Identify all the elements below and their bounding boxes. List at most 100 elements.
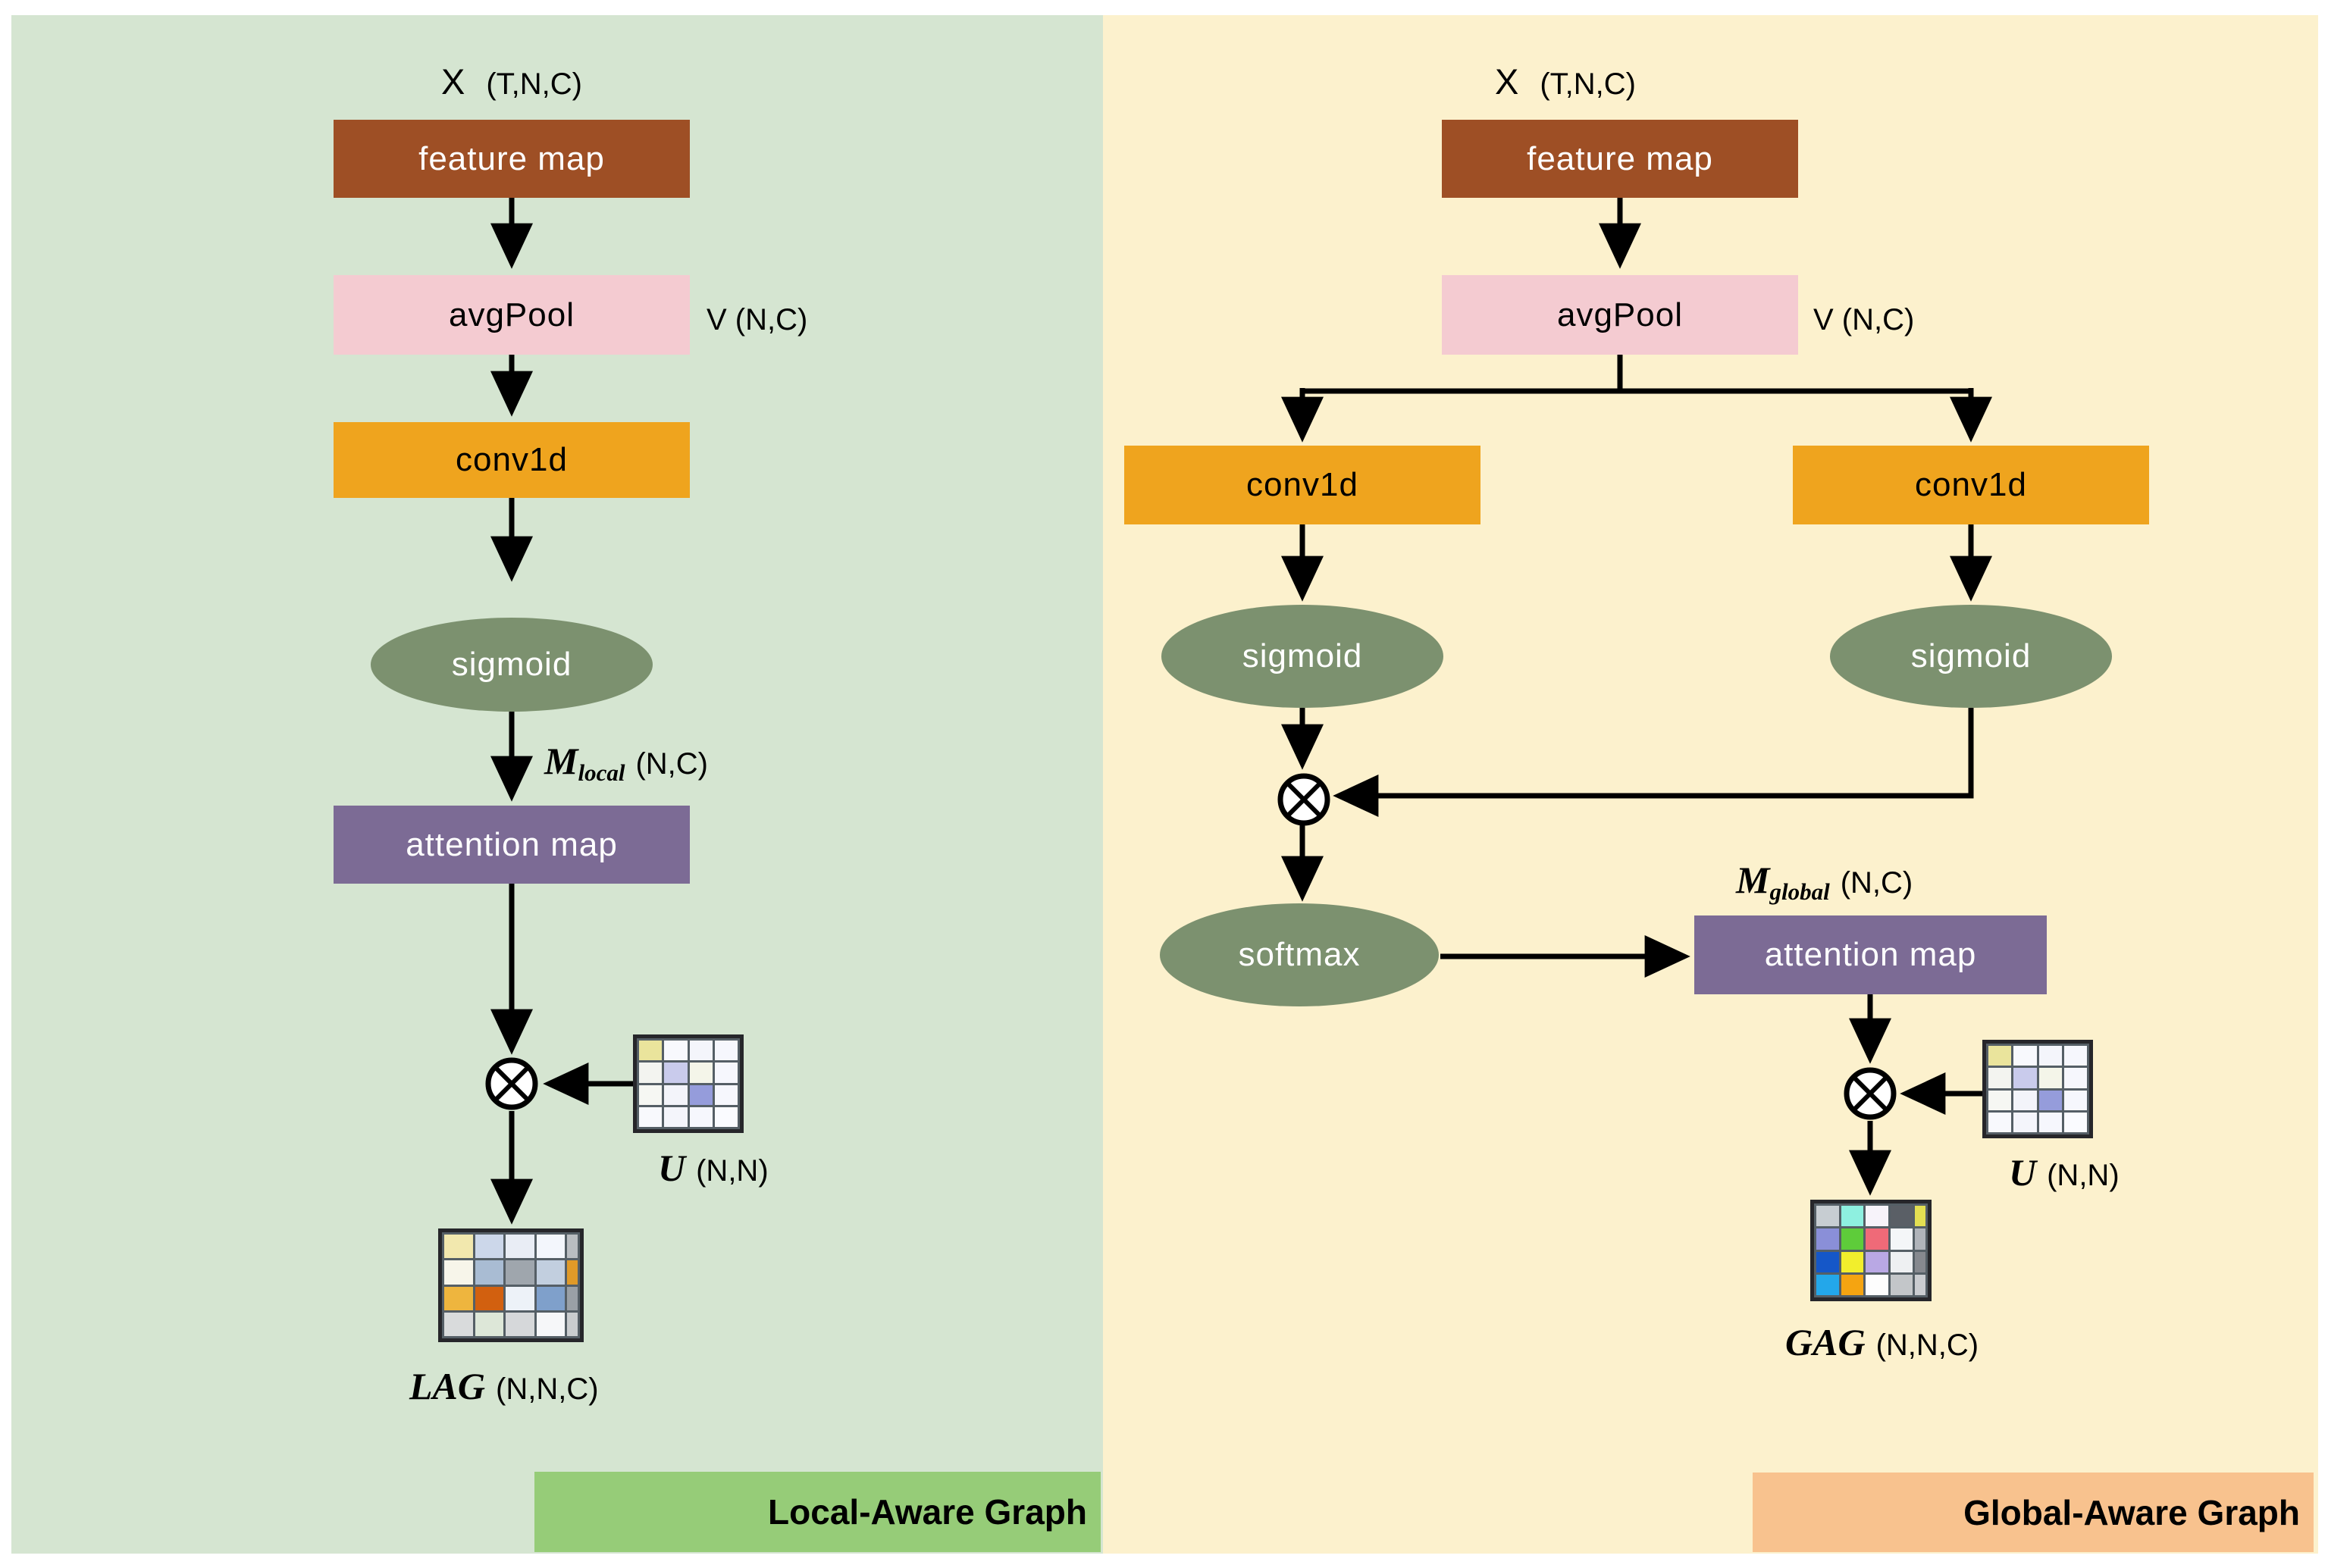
matrix-cell [2013,1112,2037,1132]
matrix-cell [2013,1068,2037,1088]
local-output-symbol: LAG [409,1365,485,1407]
global-m-symbol: M [1736,859,1770,901]
matrix-cell [1988,1112,2012,1132]
matrix-cell [475,1312,503,1336]
global-x-symbol: X [1495,61,1519,102]
matrix-cell [714,1106,738,1127]
local-attention-map-label: attention map [406,825,618,863]
local-conv1d-node: conv1d [334,422,690,498]
matrix-cell [2013,1046,2037,1066]
local-sigmoid-label: sigmoid [451,646,572,683]
global-softmax-label: softmax [1238,936,1361,973]
matrix-cell [1841,1228,1863,1250]
local-avgpool-label: avgPool [448,296,575,333]
matrix-cell [1988,1046,2012,1066]
matrix-cell [664,1084,688,1105]
matrix-cell [536,1260,565,1285]
matrix-cell [444,1235,473,1259]
local-banner-text: Local-Aware Graph [768,1492,1087,1532]
matrix-cell [2038,1112,2062,1132]
global-attention-map-node: attention map [1694,915,2047,994]
matrix-cell [2038,1046,2062,1066]
global-banner-text: Global-Aware Graph [1963,1492,2300,1532]
matrix-cell [475,1260,503,1285]
matrix-cell [2038,1068,2062,1088]
matrix-sliver-cell [1915,1251,1925,1272]
matrix-cell [1841,1206,1863,1227]
global-avgpool-node: avgPool [1442,275,1798,355]
local-u-matrix [633,1034,744,1133]
matrix-cell [475,1235,503,1259]
matrix-cell [536,1235,565,1259]
matrix-cell [1816,1274,1839,1295]
global-conv1d-right-node: conv1d [1793,446,2149,524]
matrix-cell [1816,1228,1839,1250]
global-m-subscript: global [1769,878,1830,905]
global-output-symbol: GAG [1785,1321,1866,1363]
matrix-cell [506,1286,534,1310]
matrix-cell [506,1260,534,1285]
matrix-cell [506,1235,534,1259]
matrix-cell [475,1286,503,1310]
global-aware-banner: Global-Aware Graph [1753,1473,2314,1552]
local-x-dims: (T,N,C) [486,67,582,101]
local-m-label: Mlocal(N,C) [544,739,708,787]
matrix-cell [689,1041,713,1061]
local-u-dims: (N,N) [696,1154,769,1188]
global-avgpool-label: avgPool [1556,296,1683,333]
global-feature-map-label: feature map [1527,139,1713,177]
matrix-cell [444,1286,473,1310]
global-multiply-operator-icon [1277,772,1331,827]
global-sigmoid-left-node: sigmoid [1161,605,1443,708]
local-sigmoid-node: sigmoid [371,618,653,712]
matrix-sliver-cell [1915,1206,1925,1227]
matrix-cell [639,1063,663,1083]
local-u-symbol: U [658,1147,686,1189]
global-u-dims: (N,N) [2047,1159,2120,1192]
matrix-cell [714,1063,738,1083]
matrix-cell [1890,1274,1913,1295]
matrix-cell [1841,1274,1863,1295]
matrix-sliver-cell [1915,1274,1925,1295]
global-input-tensor-label: X(T,N,C) [1433,61,1698,102]
local-conv1d-label: conv1d [456,441,568,478]
matrix-cell [1890,1228,1913,1250]
global-attention-map-label: attention map [1764,936,1977,973]
matrix-sliver-cell [567,1312,578,1336]
matrix-cell [1988,1068,2012,1088]
matrix-cell [664,1063,688,1083]
matrix-cell [1890,1206,1913,1227]
local-attention-map-node: attention map [334,806,690,884]
global-v-dims-label: V (N,C) [1813,303,1915,336]
matrix-sliver-cell [567,1260,578,1285]
local-m-symbol: M [544,740,578,782]
matrix-sliver-cell [1915,1228,1925,1250]
global-output-label: GAG (N,N,C) [1785,1320,1979,1364]
matrix-sliver-cell [567,1286,578,1310]
matrix-cell [639,1084,663,1105]
matrix-cell [506,1312,534,1336]
matrix-cell [714,1041,738,1061]
matrix-cell [2063,1046,2087,1066]
local-lag-matrix [438,1228,584,1342]
global-output-dims: (N,N,C) [1875,1329,1979,1362]
global-feature-map-node: feature map [1442,120,1798,198]
matrix-cell [689,1063,713,1083]
global-sigmoid-left-label: sigmoid [1242,637,1363,674]
local-x-symbol: X [441,61,465,102]
global-m-dims: (N,C) [1840,866,1913,900]
matrix-cell [2063,1112,2087,1132]
local-input-tensor-label: X (T,N,C) [379,61,644,102]
local-avgpool-node: avgPool [334,275,690,355]
local-u-label: U (N,N) [658,1146,769,1190]
matrix-cell [2038,1090,2062,1110]
global-multiply-operator2-icon [1843,1066,1897,1121]
matrix-cell [714,1084,738,1105]
matrix-cell [2063,1090,2087,1110]
matrix-cell [1866,1228,1888,1250]
matrix-cell [689,1106,713,1127]
local-output-dims: (N,N,C) [496,1372,599,1406]
matrix-cell [1841,1251,1863,1272]
global-u-label: U(N,N) [2009,1150,2120,1194]
local-v-dims-label: V (N,C) [707,303,808,336]
